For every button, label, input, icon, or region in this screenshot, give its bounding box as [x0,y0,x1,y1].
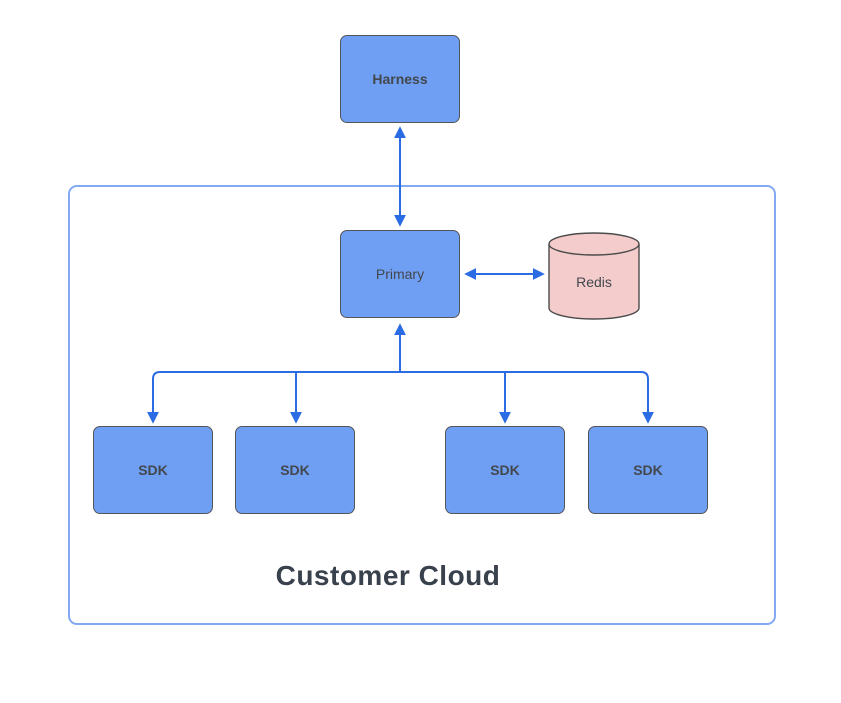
node-redis-label: Redis [576,274,612,290]
node-sdk-3: SDK [445,426,565,514]
node-primary: Primary [340,230,460,318]
node-primary-label: Primary [375,266,425,282]
customer-cloud-label: Customer Cloud [275,560,501,591]
node-sdk-3-label: SDK [490,462,520,478]
node-sdk-1-label: SDK [138,462,168,478]
node-sdk-2: SDK [235,426,355,514]
node-sdk-1: SDK [93,426,213,514]
node-sdk-4-label: SDK [633,462,663,478]
node-sdk-4: SDK [588,426,708,514]
node-sdk-2-label: SDK [280,462,310,478]
database-cylinder-icon [548,232,640,320]
node-redis: Redis [548,232,640,320]
node-harness: Harness [340,35,460,123]
node-harness-label: Harness [372,71,428,87]
